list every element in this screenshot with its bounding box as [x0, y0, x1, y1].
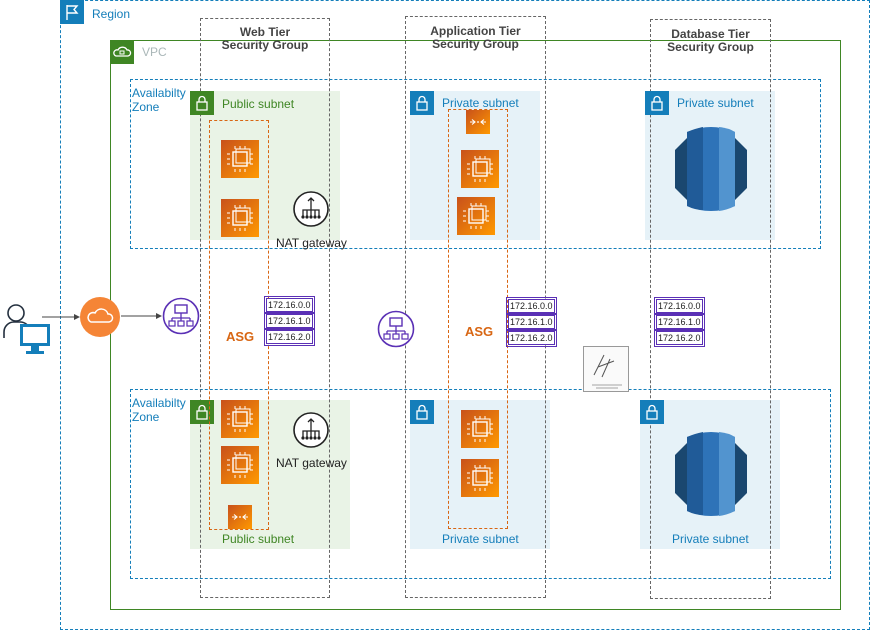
load-balancer-icon	[162, 297, 200, 335]
load-balancer-icon	[228, 505, 252, 529]
nat-gateway-label: NAT gateway	[276, 236, 347, 250]
app-tier-security-group-label: Application Tier Security Group	[430, 24, 521, 51]
ec2-instance-icon	[457, 197, 495, 235]
desktop-icon	[18, 322, 52, 356]
availability-zone-1	[130, 79, 821, 249]
cidr-block: 172.16.2.0	[654, 329, 705, 347]
db-tier-security-group-label: Database Tier Security Group	[667, 27, 754, 54]
availability-zone-2	[130, 389, 831, 579]
ec2-instance-icon	[461, 459, 499, 497]
public-subnet-label: Public subnet	[222, 532, 295, 546]
nat-gateway-icon	[292, 411, 330, 449]
lock-icon	[190, 91, 214, 115]
region-flag-icon	[60, 0, 84, 24]
lock-icon	[190, 400, 214, 424]
logo-watermark	[583, 346, 629, 392]
region-boundary	[60, 0, 870, 630]
load-balancer-icon	[377, 310, 415, 348]
app-auto-scaling-group	[448, 109, 508, 529]
internet-gateway-icon	[80, 297, 120, 337]
cidr-block: 172.16.1.0	[264, 312, 315, 330]
vpc-label: VPC	[142, 45, 167, 59]
db-tier-security-group	[650, 19, 771, 599]
web-tier-security-group-label: Web Tier Security Group	[221, 25, 309, 52]
cidr-block: 172.16.0.0	[506, 297, 557, 315]
lock-icon	[645, 91, 669, 115]
cidr-block: 172.16.2.0	[264, 328, 315, 346]
ec2-instance-icon	[221, 199, 259, 237]
ec2-instance-icon	[461, 150, 499, 188]
cidr-block: 172.16.2.0	[506, 329, 557, 347]
rds-database-icon	[673, 429, 749, 519]
private-subnet-label: Private subnet	[672, 532, 749, 546]
nat-gateway-label: NAT gateway	[276, 456, 347, 470]
availability-zone-1-label: Availabilty Zone	[132, 86, 186, 114]
private-subnet-label: Private subnet	[677, 96, 754, 110]
nat-gateway-icon	[292, 190, 330, 228]
ec2-instance-icon	[221, 140, 259, 178]
load-balancer-icon	[466, 110, 490, 134]
cidr-block: 172.16.1.0	[506, 313, 557, 331]
lock-icon	[410, 400, 434, 424]
web-asg-label: ASG	[226, 329, 255, 344]
cidr-block: 172.16.0.0	[654, 297, 705, 315]
cidr-block: 172.16.0.0	[264, 296, 315, 314]
private-subnet-label: Private subnet	[442, 532, 519, 546]
public-subnet-label: Public subnet	[222, 97, 295, 111]
cidr-block: 172.16.1.0	[654, 313, 705, 331]
lock-icon	[640, 400, 664, 424]
ec2-instance-icon	[221, 446, 259, 484]
vpc-cloud-icon	[110, 40, 134, 64]
private-subnet-label: Private subnet	[442, 96, 519, 110]
lock-icon	[410, 91, 434, 115]
rds-database-icon	[673, 124, 749, 214]
ec2-instance-icon	[221, 400, 259, 438]
ec2-instance-icon	[461, 410, 499, 448]
app-asg-label: ASG	[465, 324, 494, 339]
availability-zone-2-label: Availabilty Zone	[132, 396, 186, 424]
web-tier-security-group	[200, 18, 330, 598]
region-label: Region	[92, 7, 131, 21]
